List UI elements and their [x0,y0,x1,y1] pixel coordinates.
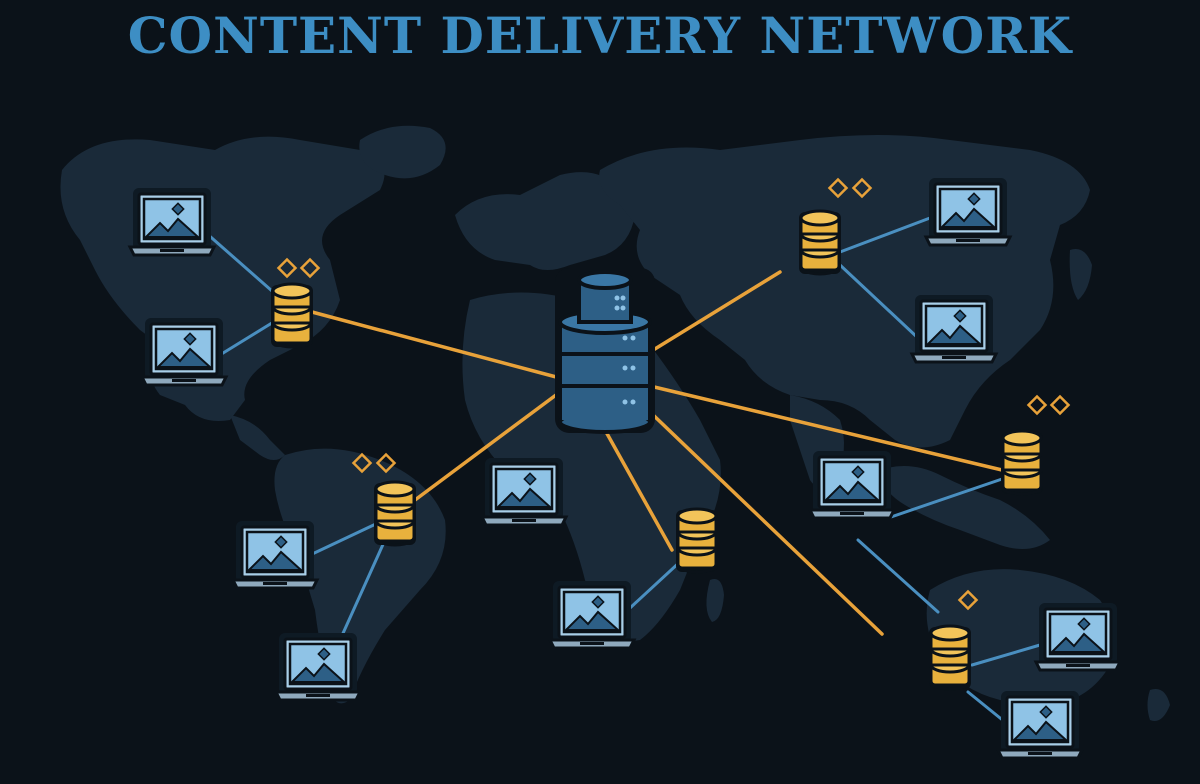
diagram-title: CONTENT DELIVERY NETWORK [127,6,1073,65]
client-link [213,316,282,360]
continent-europe [455,172,635,270]
edge-server-south-america-icon[interactable] [372,480,418,547]
client-link [628,558,684,610]
continent-central-america [230,415,285,460]
client-se-asia-laptop-icon[interactable] [810,454,894,518]
origin-database-server-icon[interactable] [555,268,655,434]
backbone-link-asia [648,270,782,354]
edge-server-asia-icon[interactable] [797,209,843,276]
client-australia-bottom-laptop-icon[interactable] [998,694,1082,758]
continent-madagascar [706,579,724,622]
client-link [838,263,920,340]
client-australia-top-laptop-icon[interactable] [1036,606,1120,670]
client-africa-laptop-icon[interactable] [550,584,634,648]
client-center-laptop-icon[interactable] [482,461,566,525]
continent-japan [1069,249,1092,300]
client-link [338,538,387,642]
continent-greenland [359,125,446,179]
client-na-top-laptop-icon[interactable] [130,191,214,255]
client-asia-top-laptop-icon[interactable] [926,181,1010,245]
client-link [970,643,1042,667]
client-link [966,690,1007,724]
edge-server-australia-icon[interactable] [927,624,973,691]
client-asia-bottom-laptop-icon[interactable] [912,298,996,362]
client-link [306,520,382,558]
client-sa-top-laptop-icon[interactable] [233,524,317,588]
edge-server-southeast-asia-icon[interactable] [999,429,1045,496]
diamond-icon [1027,395,1047,415]
client-links [203,216,1042,724]
client-link [886,476,1007,520]
continent-africa [462,292,721,641]
backbone-link-north-america [310,310,562,380]
continent-southeast-asia-islands [880,466,1050,549]
edge-server-north-america-icon[interactable] [269,282,315,349]
client-sa-bottom-laptop-icon[interactable] [276,636,360,700]
backbone-link-africa [603,428,674,552]
client-link [838,216,932,254]
backbone-link-south-america [413,390,562,502]
backbone-links [310,270,1004,636]
continent-new-zealand [1147,689,1170,721]
backbone-link-open-southeast [648,410,884,636]
client-link [203,230,282,300]
client-na-bottom-laptop-icon[interactable] [142,321,226,385]
backbone-link-southeast-asia [648,384,1004,472]
edge-server-africa-icon[interactable] [674,507,720,574]
diamond-icon [1050,395,1070,415]
client-link [856,538,940,614]
